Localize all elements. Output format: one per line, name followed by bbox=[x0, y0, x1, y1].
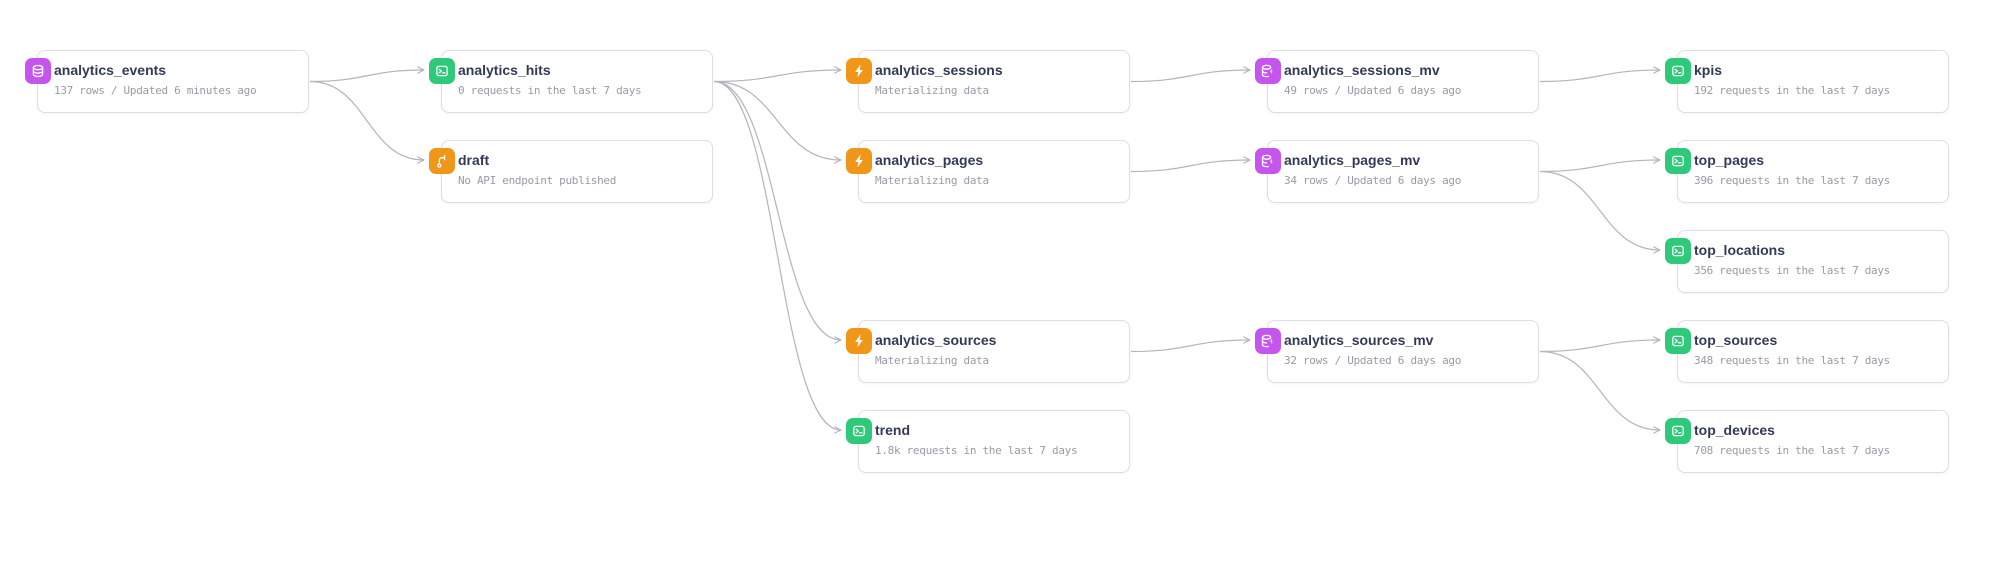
node-title: trend bbox=[875, 422, 910, 438]
node-subtitle: 0 requests in the last 7 days bbox=[458, 84, 642, 97]
node-analytics_hits[interactable]: analytics_hits 0 requests in the last 7 … bbox=[429, 50, 713, 113]
node-title: top_devices bbox=[1694, 422, 1775, 438]
node-analytics_events[interactable]: analytics_events 137 rows / Updated 6 mi… bbox=[25, 50, 309, 113]
node-trend[interactable]: trend 1.8k requests in the last 7 days bbox=[846, 410, 1130, 473]
node-top_sources[interactable]: top_sources 348 requests in the last 7 d… bbox=[1665, 320, 1949, 383]
node-text: analytics_sources Materializing data bbox=[859, 321, 1129, 368]
node-subtitle: 356 requests in the last 7 days bbox=[1694, 264, 1890, 277]
edge-analytics_hits-to-analytics_sources bbox=[713, 80, 842, 344]
edge-analytics_hits-to-trend bbox=[713, 80, 842, 434]
node-kpis[interactable]: kpis 192 requests in the last 7 days bbox=[1665, 50, 1949, 113]
node-subtitle: 34 rows / Updated 6 days ago bbox=[1284, 174, 1462, 187]
node-title: analytics_sessions_mv bbox=[1284, 62, 1440, 78]
lightning-icon bbox=[846, 58, 872, 84]
node-text: analytics_sources_mv 32 rows / Updated 6… bbox=[1268, 321, 1538, 368]
edge-analytics_pages_mv-to-top_locations bbox=[1539, 170, 1661, 254]
endpoint-terminal-icon bbox=[1665, 58, 1691, 84]
lightning-icon bbox=[846, 328, 872, 354]
edge-analytics_sources_mv-to-top_sources bbox=[1539, 336, 1661, 353]
node-analytics_sources[interactable]: analytics_sources Materializing data bbox=[846, 320, 1130, 383]
node-title: analytics_pages_mv bbox=[1284, 152, 1421, 168]
node-text: top_locations 356 requests in the last 7… bbox=[1678, 231, 1948, 278]
node-text: analytics_pages_mv 34 rows / Updated 6 d… bbox=[1268, 141, 1538, 188]
edge-analytics_sources-to-analytics_sources_mv bbox=[1130, 336, 1251, 353]
edge-analytics_hits-to-analytics_pages bbox=[713, 80, 842, 164]
lightning-icon bbox=[846, 148, 872, 174]
node-subtitle: 49 rows / Updated 6 days ago bbox=[1284, 84, 1462, 97]
node-text: kpis 192 requests in the last 7 days bbox=[1678, 51, 1948, 98]
endpoint-terminal-icon bbox=[1665, 148, 1691, 174]
node-analytics_sessions[interactable]: analytics_sessions Materializing data bbox=[846, 50, 1130, 113]
node-subtitle: Materializing data bbox=[875, 174, 989, 187]
node-title: analytics_events bbox=[54, 62, 167, 78]
node-subtitle: 348 requests in the last 7 days bbox=[1694, 354, 1890, 367]
node-subtitle: 396 requests in the last 7 days bbox=[1694, 174, 1890, 187]
node-title: kpis bbox=[1694, 62, 1723, 78]
node-subtitle: No API endpoint published bbox=[458, 174, 617, 187]
node-analytics_pages_mv[interactable]: analytics_pages_mv 34 rows / Updated 6 d… bbox=[1255, 140, 1539, 203]
node-text: analytics_hits 0 requests in the last 7 … bbox=[442, 51, 712, 98]
edge-analytics_events-to-draft bbox=[309, 80, 425, 164]
node-draft[interactable]: draft No API endpoint published bbox=[429, 140, 713, 203]
endpoint-terminal-icon bbox=[1665, 238, 1691, 264]
node-subtitle: 708 requests in the last 7 days bbox=[1694, 444, 1890, 457]
materialized-view-icon bbox=[1255, 328, 1281, 354]
node-subtitle: 192 requests in the last 7 days bbox=[1694, 84, 1890, 97]
node-text: analytics_pages Materializing data bbox=[859, 141, 1129, 188]
endpoint-terminal-icon bbox=[846, 418, 872, 444]
edge-analytics_events-to-analytics_hits bbox=[309, 66, 425, 83]
pipe-branch-icon bbox=[429, 148, 455, 174]
node-text: top_pages 396 requests in the last 7 day… bbox=[1678, 141, 1948, 188]
edge-analytics_pages-to-analytics_pages_mv bbox=[1130, 156, 1251, 173]
edge-analytics_sessions-to-analytics_sessions_mv bbox=[1130, 66, 1251, 83]
node-title: analytics_pages bbox=[875, 152, 984, 168]
node-title: analytics_hits bbox=[458, 62, 551, 78]
node-analytics_sessions_mv[interactable]: analytics_sessions_mv 49 rows / Updated … bbox=[1255, 50, 1539, 113]
node-title: top_sources bbox=[1694, 332, 1778, 348]
node-analytics_pages[interactable]: analytics_pages Materializing data bbox=[846, 140, 1130, 203]
node-title: analytics_sources bbox=[875, 332, 997, 348]
node-top_devices[interactable]: top_devices 708 requests in the last 7 d… bbox=[1665, 410, 1949, 473]
edge-analytics_hits-to-analytics_sessions bbox=[713, 66, 842, 83]
node-text: draft No API endpoint published bbox=[442, 141, 712, 188]
endpoint-terminal-icon bbox=[429, 58, 455, 84]
node-subtitle: 137 rows / Updated 6 minutes ago bbox=[54, 84, 257, 97]
node-text: top_devices 708 requests in the last 7 d… bbox=[1678, 411, 1948, 458]
edge-analytics_sessions_mv-to-kpis bbox=[1539, 66, 1661, 83]
edge-analytics_pages_mv-to-top_pages bbox=[1539, 156, 1661, 173]
endpoint-terminal-icon bbox=[1665, 418, 1691, 444]
node-subtitle: 32 rows / Updated 6 days ago bbox=[1284, 354, 1462, 367]
node-text: analytics_sessions_mv 49 rows / Updated … bbox=[1268, 51, 1538, 98]
node-title: top_pages bbox=[1694, 152, 1765, 168]
node-subtitle: Materializing data bbox=[875, 84, 989, 97]
edge-analytics_sources_mv-to-top_devices bbox=[1539, 350, 1661, 434]
materialized-view-icon bbox=[1255, 148, 1281, 174]
node-top_locations[interactable]: top_locations 356 requests in the last 7… bbox=[1665, 230, 1949, 293]
node-title: analytics_sessions bbox=[875, 62, 1003, 78]
database-icon bbox=[25, 58, 51, 84]
node-title: top_locations bbox=[1694, 242, 1786, 258]
node-analytics_sources_mv[interactable]: analytics_sources_mv 32 rows / Updated 6… bbox=[1255, 320, 1539, 383]
node-title: draft bbox=[458, 152, 490, 168]
node-text: analytics_events 137 rows / Updated 6 mi… bbox=[38, 51, 308, 98]
materialized-view-icon bbox=[1255, 58, 1281, 84]
node-title: analytics_sources_mv bbox=[1284, 332, 1434, 348]
node-text: trend 1.8k requests in the last 7 days bbox=[859, 411, 1129, 458]
endpoint-terminal-icon bbox=[1665, 328, 1691, 354]
node-subtitle: 1.8k requests in the last 7 days bbox=[875, 444, 1078, 457]
node-text: analytics_sessions Materializing data bbox=[859, 51, 1129, 98]
node-text: top_sources 348 requests in the last 7 d… bbox=[1678, 321, 1948, 368]
node-subtitle: Materializing data bbox=[875, 354, 989, 367]
node-top_pages[interactable]: top_pages 396 requests in the last 7 day… bbox=[1665, 140, 1949, 203]
